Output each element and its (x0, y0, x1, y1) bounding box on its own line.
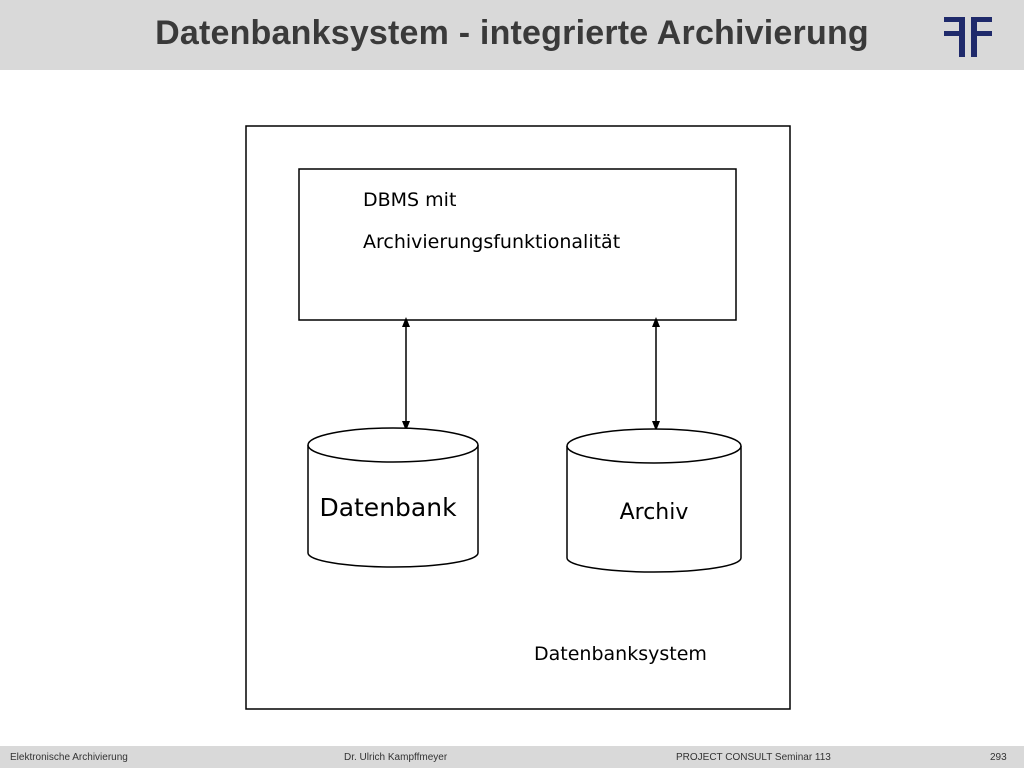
database-cylinder (307, 427, 479, 568)
dbms-label-line2: Archivierungsfunktionalität (363, 231, 620, 253)
database-system-frame (245, 125, 791, 710)
dbms-box (298, 168, 737, 321)
slide-title: Datenbanksystem - integrierte Archivieru… (155, 14, 869, 52)
footer-seminar: PROJECT CONSULT Seminar 113 (676, 752, 831, 763)
slide-footer: Elektronische Archivierung Dr. Ulrich Ka… (0, 746, 1024, 768)
dbms-label-line1: DBMS mit (363, 189, 456, 211)
slide-header: Datenbanksystem - integrierte Archivieru… (0, 0, 1024, 70)
footer-course-title: Elektronische Archivierung (10, 752, 128, 763)
project-consult-logo-icon (944, 17, 992, 57)
database-label: Datenbank (319, 493, 457, 522)
database-system-label: Datenbanksystem (534, 643, 707, 665)
footer-author: Dr. Ulrich Kampffmeyer (344, 752, 448, 763)
footer-page-number: 293 (990, 752, 1007, 763)
archive-cylinder (566, 428, 742, 573)
archive-label: Archiv (620, 500, 689, 525)
